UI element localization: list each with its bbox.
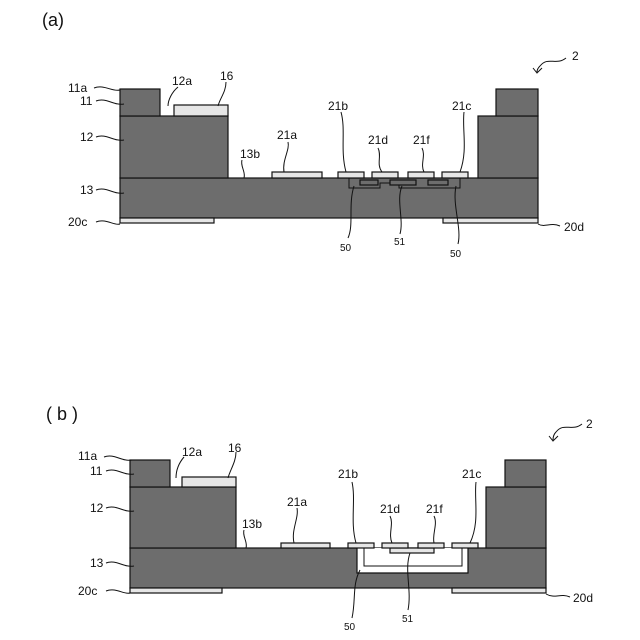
leader-21c-b: [470, 482, 476, 543]
electrode-21f-a: [408, 172, 434, 178]
leader-12a-b: [176, 457, 184, 478]
leader-20d-b: [546, 594, 570, 597]
layer-11-left-b: [130, 460, 170, 487]
electrode-21b-a: [338, 172, 364, 178]
leader-21c-a: [460, 112, 464, 172]
label-12a-b: 12a: [182, 445, 202, 459]
label-12a-a: 12a: [172, 74, 192, 88]
pad-16-b: [182, 477, 236, 487]
layer-13-a: [120, 178, 538, 218]
label-13b-a: 13b: [240, 147, 260, 161]
electrode-21f-b: [418, 543, 444, 548]
label-50-right-a: 50: [450, 249, 462, 260]
leader-20c-b: [106, 590, 130, 593]
electrode-21b-b: [348, 543, 374, 548]
pad-20c-a: [120, 218, 214, 223]
label-11a-b: 11a: [78, 449, 97, 463]
panel-b: ( b ): [46, 404, 593, 633]
label-13-b: 13: [90, 556, 104, 570]
label-13-a: 13: [80, 183, 94, 197]
label-50-left-a: 50: [340, 243, 352, 254]
label-13b-b: 13b: [242, 517, 262, 531]
label-20d-b: 20d: [573, 591, 593, 605]
label-50-b: 50: [344, 622, 356, 633]
pad-20c-b: [130, 588, 222, 593]
layer-13-b: [130, 548, 546, 588]
leader-11a-b: [104, 456, 132, 460]
leader-16-a: [218, 82, 226, 106]
electrode-21a-a: [272, 172, 322, 178]
electrode-21c-b: [452, 543, 478, 548]
electrode-21a-b: [281, 543, 330, 548]
label-21a-b: 21a: [287, 495, 307, 509]
label-51-b: 51: [402, 614, 414, 625]
leader-21d-b: [390, 516, 392, 543]
layer-11-right-a: [496, 89, 538, 116]
pad-16-a: [174, 105, 228, 116]
leader-21b-b: [352, 482, 356, 543]
label-21b-b: 21b: [338, 467, 358, 481]
label-12-a: 12: [80, 130, 94, 144]
label-16-b: 16: [228, 441, 242, 455]
layer-12-left-b: [130, 487, 236, 548]
pad-20d-b: [452, 588, 546, 593]
leader-12a-a: [168, 87, 178, 106]
plate-51-b: [390, 548, 434, 553]
panel-b-title: ( b ): [46, 404, 78, 424]
leader-21d-a: [378, 148, 382, 172]
label-20c-a: 20c: [68, 215, 87, 229]
leader-2-a: [537, 58, 566, 72]
leader-13b-b: [244, 530, 247, 548]
electrode-21c-a: [442, 172, 468, 178]
label-2-b: 2: [586, 417, 593, 431]
label-20d-a: 20d: [564, 220, 584, 234]
layer-11-right-b: [505, 460, 546, 487]
label-16-a: 16: [220, 69, 234, 83]
leader-11a-a: [94, 87, 120, 90]
label-21a-a: 21a: [277, 128, 297, 142]
label-21f-b: 21f: [426, 502, 443, 516]
leader-21f-b: [434, 516, 436, 543]
leader-16-b: [228, 452, 236, 478]
layer-11-left-a: [120, 89, 160, 116]
leader-13b-a: [242, 160, 245, 178]
label-20c-b: 20c: [78, 584, 97, 598]
leader-20d-a: [538, 224, 560, 226]
panel-a: (a): [42, 10, 584, 260]
label-21d-b: 21d: [380, 502, 400, 516]
label-11-a: 11: [80, 94, 93, 108]
label-21d-a: 21d: [368, 133, 388, 147]
label-12-b: 12: [90, 501, 104, 515]
label-21c-b: 21c: [462, 467, 481, 481]
plate-51-mid-a: [390, 180, 416, 185]
leader-20c-a: [96, 221, 120, 224]
layer-12-left-a: [120, 116, 228, 178]
leader-21b-a: [341, 112, 346, 172]
panel-a-title: (a): [42, 10, 64, 30]
label-11-b: 11: [90, 464, 103, 478]
layer-12-right-a: [478, 116, 538, 178]
label-2-a: 2: [572, 49, 579, 63]
label-21b-a: 21b: [328, 99, 348, 113]
electrode-21d-a: [372, 172, 398, 178]
leader-21f-a: [422, 148, 424, 172]
leader-21a-b: [293, 508, 297, 543]
leader-2-b: [553, 424, 582, 440]
electrode-21d-b: [382, 543, 408, 548]
plate-51-left-a: [360, 180, 378, 185]
label-11a-a: 11a: [68, 81, 87, 95]
label-21c-a: 21c: [452, 99, 471, 113]
label-21f-a: 21f: [413, 133, 430, 147]
layer-12-right-b: [486, 487, 546, 548]
leader-21a-a: [284, 142, 289, 172]
plate-51-right-a: [428, 180, 448, 185]
label-51-a: 51: [394, 237, 406, 248]
